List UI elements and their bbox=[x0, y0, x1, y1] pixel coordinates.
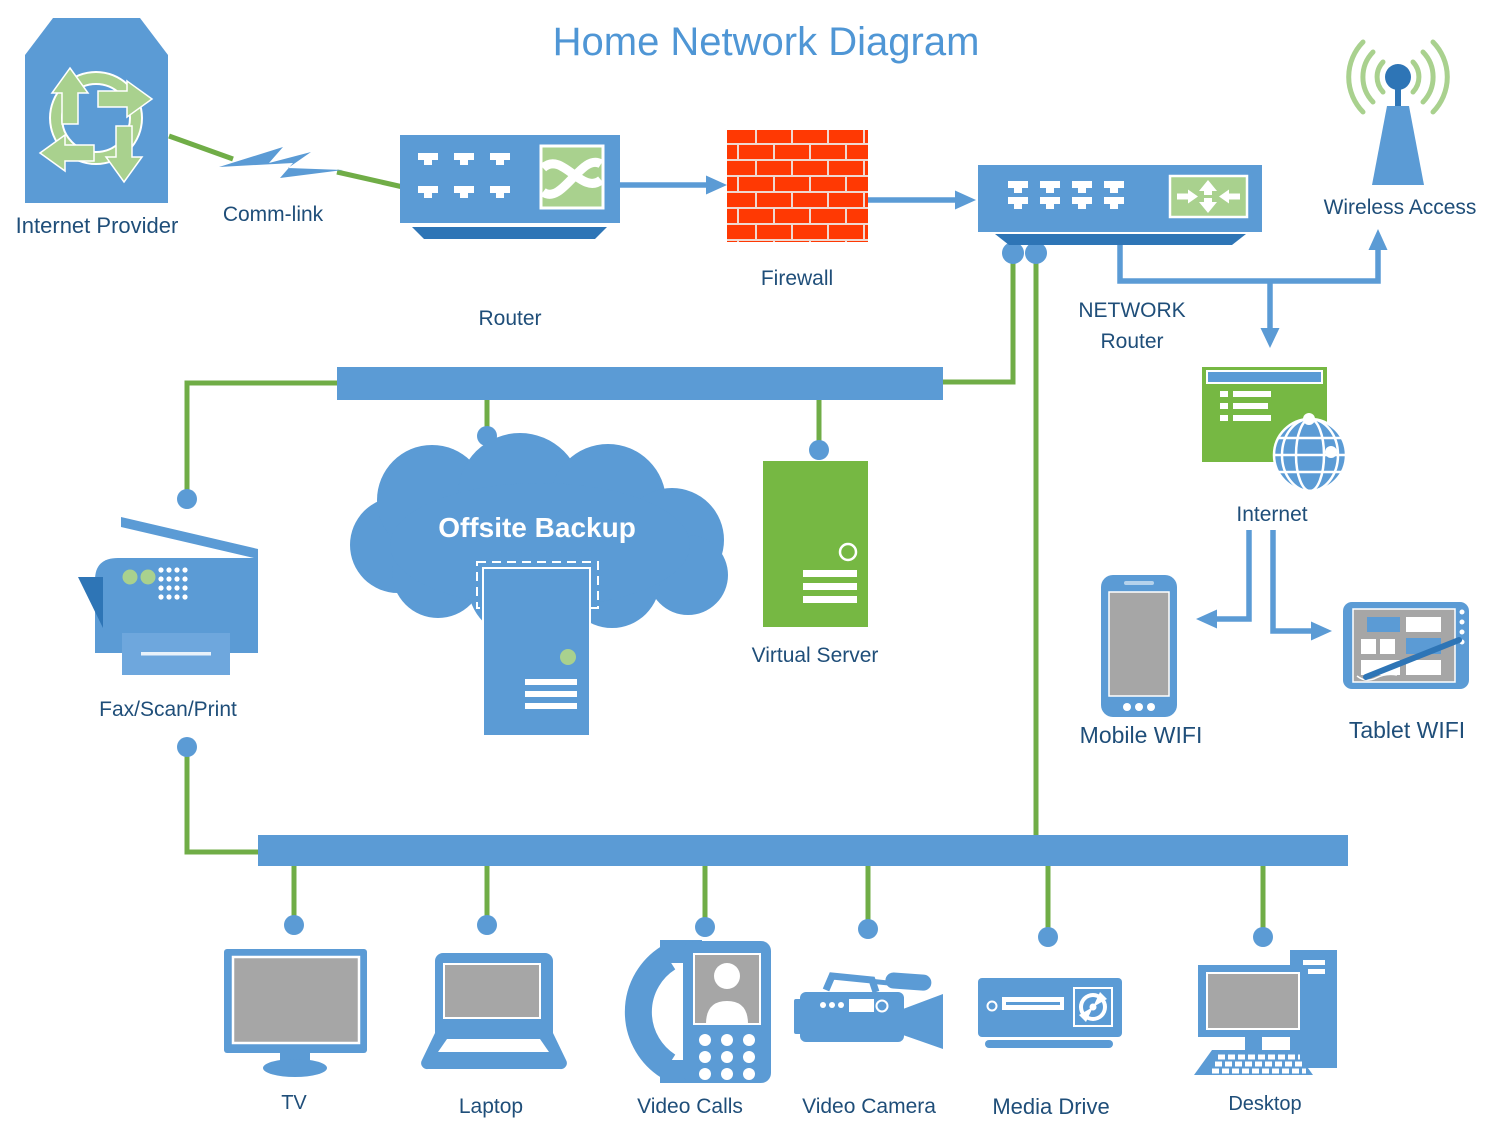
globe-icon bbox=[1274, 419, 1346, 491]
tablet-wifi-icon[interactable] bbox=[1343, 602, 1469, 689]
connector-bottombus-tv bbox=[284, 866, 304, 935]
connector-topbus-virtualserver bbox=[809, 400, 829, 460]
wave-icon bbox=[539, 157, 604, 199]
fax-scan-print-icon[interactable] bbox=[78, 517, 258, 675]
media-drive-icon[interactable] bbox=[978, 978, 1122, 1048]
dialpad-dots bbox=[699, 1034, 755, 1080]
laptop-label: Laptop bbox=[458, 1095, 524, 1118]
connector-networkrouter-wireless bbox=[1117, 229, 1388, 284]
keypad-dots bbox=[158, 567, 188, 600]
virtual-server-icon[interactable] bbox=[763, 461, 868, 627]
network-router-label-line2: Router bbox=[1100, 330, 1164, 353]
connector-topbus-fax bbox=[177, 380, 337, 509]
desktop-icon[interactable] bbox=[1194, 950, 1337, 1075]
connector-provider-commlink bbox=[168, 133, 404, 190]
connector-bottombus-videocamera bbox=[858, 866, 878, 939]
connector-internet-mobile bbox=[1196, 530, 1252, 629]
connector-firewall-networkrouter bbox=[868, 190, 976, 210]
connector-bottombus-laptop bbox=[477, 866, 497, 935]
connector-router-firewall bbox=[620, 175, 727, 195]
desktop-label: Desktop bbox=[1228, 1093, 1302, 1115]
media-drive-label: Media Drive bbox=[992, 1094, 1110, 1119]
tablet-wifi-label: Tablet WIFI bbox=[1348, 717, 1466, 743]
mobile-wifi-label: Mobile WIFI bbox=[1079, 722, 1203, 748]
connector-networkrouter-topbus bbox=[943, 242, 1024, 385]
connector-bottombus-desktop bbox=[1253, 866, 1273, 947]
offsite-backup-icon[interactable] bbox=[350, 433, 728, 737]
tv-label: TV bbox=[281, 1092, 307, 1114]
internet-icon[interactable] bbox=[1202, 367, 1348, 493]
comm-link-icon[interactable] bbox=[219, 147, 343, 178]
wireless-access-icon[interactable] bbox=[1346, 39, 1450, 185]
connector-bottombus-videocalls bbox=[695, 866, 715, 937]
firewall-label: Firewall bbox=[760, 267, 834, 290]
internet-provider-label: Internet Provider bbox=[15, 213, 179, 238]
router-icon[interactable] bbox=[400, 135, 620, 239]
tablet-tiles bbox=[1361, 617, 1441, 675]
firewall-icon[interactable] bbox=[727, 130, 868, 242]
page-title: Home Network Diagram bbox=[552, 20, 980, 64]
network-router-icon[interactable] bbox=[978, 165, 1262, 245]
switch-arrows-icon bbox=[1177, 180, 1240, 213]
internet-label: Internet bbox=[1236, 503, 1308, 526]
offsite-backup-label: Offsite Backup bbox=[438, 512, 636, 543]
mobile-wifi-icon[interactable] bbox=[1101, 575, 1177, 717]
person-icon bbox=[706, 963, 748, 1024]
signal-waves-icon bbox=[1346, 39, 1450, 115]
video-calls-icon[interactable] bbox=[624, 940, 771, 1083]
connector-networkrouter-internet bbox=[1260, 281, 1280, 348]
router-label: Router bbox=[478, 307, 542, 330]
virtual-server-label: Virtual Server bbox=[751, 644, 879, 667]
stylus-icon bbox=[1356, 637, 1462, 681]
comm-link-label: Comm-link bbox=[222, 203, 324, 226]
connector-fax-bottombus bbox=[177, 737, 258, 855]
video-camera-label: Video Camera bbox=[802, 1095, 936, 1118]
network-router-label: NETWORK Router bbox=[1078, 295, 1185, 357]
top-bus-bar[interactable] bbox=[337, 367, 943, 400]
keyboard-keys bbox=[1212, 1054, 1306, 1074]
wireless-access-label: Wireless Access bbox=[1323, 196, 1477, 219]
internet-provider-icon[interactable] bbox=[25, 18, 168, 203]
cloud-icon bbox=[350, 433, 728, 637]
disc-icon bbox=[1073, 987, 1113, 1027]
video-calls-label: Video Calls bbox=[637, 1095, 743, 1118]
tv-icon[interactable] bbox=[224, 949, 367, 1077]
video-camera-icon[interactable] bbox=[794, 972, 943, 1049]
network-router-label-line1: NETWORK bbox=[1078, 299, 1186, 322]
laptop-icon[interactable] bbox=[421, 953, 567, 1070]
connector-bottombus-mediadrive bbox=[1038, 866, 1058, 947]
connector-networkrouter-bottombus bbox=[1025, 242, 1047, 835]
fax-scan-print-label: Fax/Scan/Print bbox=[99, 698, 237, 721]
bottom-bus-bar[interactable] bbox=[258, 835, 1348, 866]
connector-internet-tablet bbox=[1270, 530, 1332, 641]
